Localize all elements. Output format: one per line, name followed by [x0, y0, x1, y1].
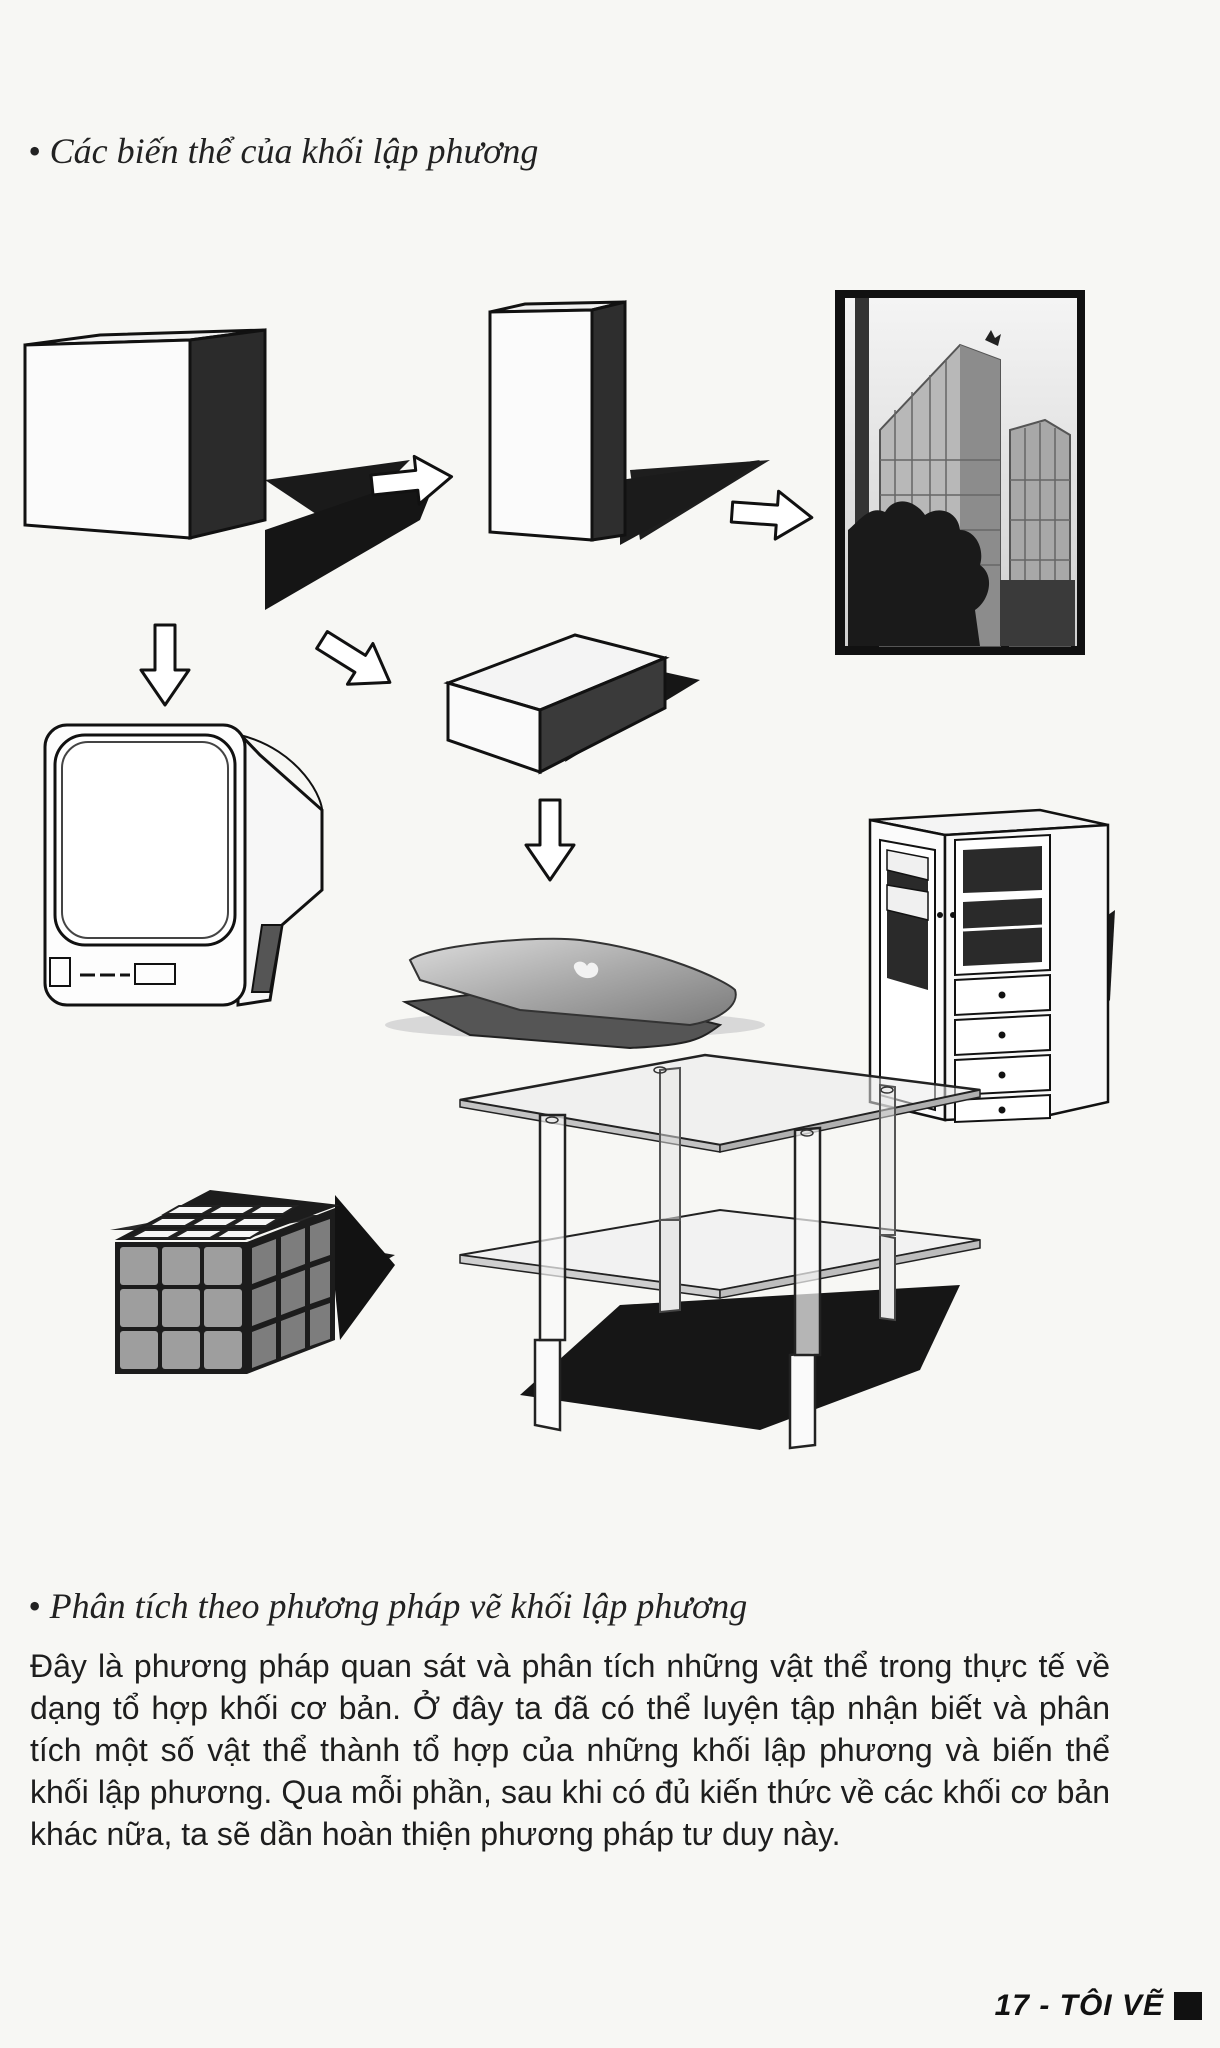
laptop-icon — [385, 937, 765, 1050]
arrow-down-icon — [139, 623, 191, 707]
cube-variants-illustration — [23, 290, 1115, 1450]
building-photo — [835, 290, 1085, 655]
rubik-cube-icon — [110, 1190, 395, 1374]
page-footer: 17 - TÔI VẼ — [995, 1989, 1202, 2023]
arrow-right-icon — [728, 486, 815, 544]
section-heading-analysis: • Phân tích theo phương pháp vẽ khối lập… — [28, 1586, 748, 1626]
footer-square-icon — [1174, 1992, 1202, 2020]
tv-icon — [43, 723, 324, 1007]
arrow-down-icon — [524, 798, 576, 882]
tall-box-icon — [488, 300, 770, 545]
flat-box-icon — [443, 633, 700, 775]
cube-icon — [23, 328, 440, 610]
glass-table-icon — [459, 1053, 981, 1450]
section-heading-variants: • Các biến thể của khối lập phương — [28, 131, 539, 171]
arrow-diagonal-icon — [307, 618, 405, 705]
cabinet-icon — [868, 808, 1115, 1124]
analysis-paragraph: Đây là phương pháp quan sát và phân tích… — [30, 1648, 1110, 1852]
page-number-label: 17 - TÔI VẼ — [994, 1989, 1164, 2022]
